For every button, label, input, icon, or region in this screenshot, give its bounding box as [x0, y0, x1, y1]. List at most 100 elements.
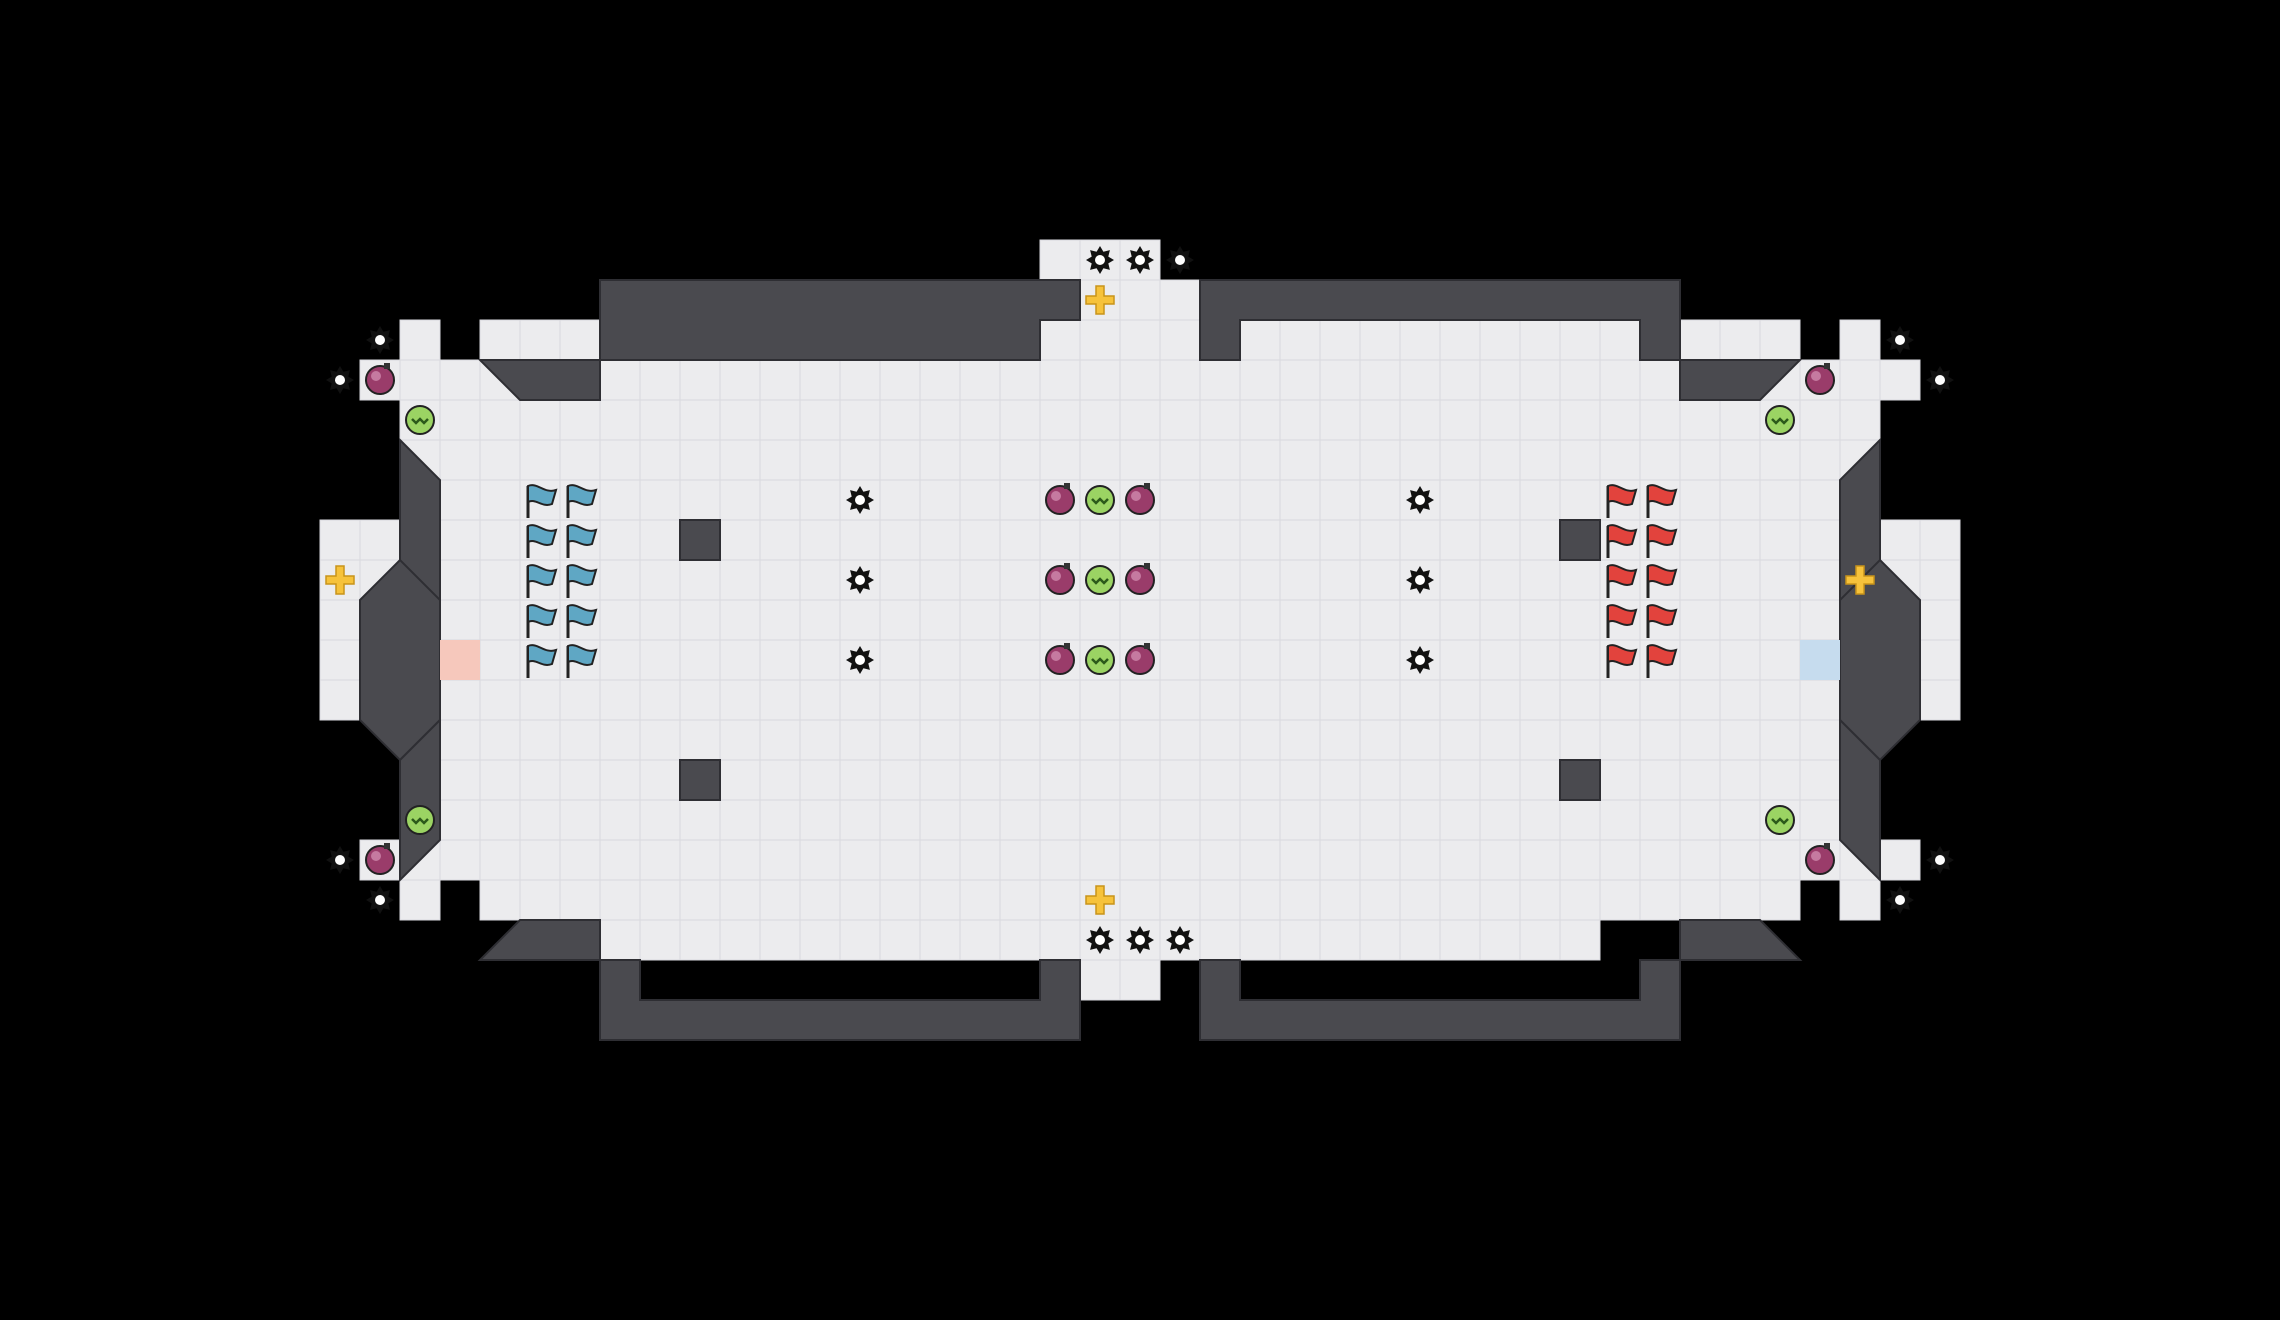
floor-tile	[839, 679, 881, 721]
bomb-icon	[365, 843, 395, 875]
red-flag-icon	[1606, 564, 1638, 598]
floor-tile	[1559, 599, 1601, 641]
floor-tile	[919, 879, 961, 921]
floor-tile	[639, 439, 681, 481]
floor-tile	[1359, 439, 1401, 481]
floor-layer	[319, 239, 1961, 1001]
floor-tile	[1799, 759, 1841, 801]
floor-tile	[759, 639, 801, 681]
wall-bottom-left	[599, 959, 1081, 1041]
floor-tile	[1599, 839, 1641, 881]
floor-tile	[599, 519, 641, 561]
floor-tile	[959, 439, 1001, 481]
floor-tile	[1439, 719, 1481, 761]
floor-tile	[1359, 599, 1401, 641]
floor-tile	[1879, 519, 1921, 561]
floor-tile	[1079, 719, 1121, 761]
floor-tile	[1559, 799, 1601, 841]
floor-tile	[1679, 679, 1721, 721]
floor-tile	[1559, 879, 1601, 921]
floor-tile	[1439, 479, 1481, 521]
floor-tile	[519, 679, 561, 721]
floor-tile	[1719, 799, 1761, 841]
floor-tile	[1679, 319, 1721, 361]
floor-tile	[1559, 719, 1601, 761]
floor-tile	[839, 839, 881, 881]
floor-tile	[599, 479, 641, 521]
floor-tile	[1039, 919, 1081, 961]
floor-tile	[879, 599, 921, 641]
floor-tile	[599, 759, 641, 801]
floor-tile	[599, 359, 641, 401]
floor-tile	[1039, 759, 1081, 801]
floor-tile	[919, 519, 961, 561]
wall-bottom-left-slope	[477, 919, 601, 961]
floor-tile	[1239, 879, 1281, 921]
floor-tile	[999, 399, 1041, 441]
floor-tile	[1559, 479, 1601, 521]
floor-tile	[1039, 879, 1081, 921]
floor-tile	[959, 879, 1001, 921]
floor-tile	[919, 479, 961, 521]
floor-tile	[1839, 359, 1881, 401]
floor-tile	[519, 879, 561, 921]
floor-tile	[719, 519, 761, 561]
floor-tile	[479, 439, 521, 481]
floor-tile	[719, 479, 761, 521]
floor-tile	[1319, 839, 1361, 881]
floor-tile	[799, 439, 841, 481]
floor-tile	[639, 759, 681, 801]
floor-tile	[1279, 479, 1321, 521]
floor-tile	[919, 399, 961, 441]
floor-tile	[759, 439, 801, 481]
floor-tile	[1039, 719, 1081, 761]
floor-tile	[599, 879, 641, 921]
floor-tile	[1479, 399, 1521, 441]
floor-tile	[519, 799, 561, 841]
floor-tile	[679, 439, 721, 481]
floor-tile	[439, 719, 481, 761]
floor-tile	[759, 359, 801, 401]
floor-tile	[1759, 839, 1801, 881]
floor-tile	[1479, 799, 1521, 841]
floor-tile	[1719, 519, 1761, 561]
floor-tile	[1359, 919, 1401, 961]
wall-layer	[359, 279, 1921, 1041]
floor-tile	[799, 719, 841, 761]
floor-tile	[1079, 679, 1121, 721]
boost-icon	[1765, 805, 1795, 835]
floor-tile	[439, 799, 481, 841]
spike-icon	[846, 646, 874, 674]
floor-tile	[1159, 719, 1201, 761]
floor-tile	[1239, 759, 1281, 801]
floor-tile	[1159, 799, 1201, 841]
floor-tile	[559, 319, 601, 361]
floor-tile	[439, 359, 481, 401]
floor-tile	[1759, 719, 1801, 761]
floor-tile	[1079, 319, 1121, 361]
floor-tile	[679, 639, 721, 681]
floor-tile	[1159, 399, 1201, 441]
wall-top-left-slope	[477, 359, 601, 401]
floor-tile	[1159, 439, 1201, 481]
floor-tile	[1039, 359, 1081, 401]
floor-tile	[1319, 639, 1361, 681]
floor-tile	[1239, 719, 1281, 761]
floor-tile	[1479, 599, 1521, 641]
wall-bottom-right-slope	[1679, 919, 1803, 961]
floor-tile	[1839, 399, 1881, 441]
floor-tile	[319, 519, 361, 561]
floor-tile	[1759, 559, 1801, 601]
floor-tile	[799, 599, 841, 641]
floor-tile	[1519, 799, 1561, 841]
floor-tile	[1159, 679, 1201, 721]
floor-tile	[1719, 479, 1761, 521]
floor-tile	[1799, 599, 1841, 641]
floor-tile	[1399, 839, 1441, 881]
floor-tile	[759, 879, 801, 921]
floor-tile	[1599, 879, 1641, 921]
floor-tile	[719, 799, 761, 841]
floor-tile	[759, 559, 801, 601]
floor-tile	[599, 919, 641, 961]
floor-tile	[1119, 359, 1161, 401]
